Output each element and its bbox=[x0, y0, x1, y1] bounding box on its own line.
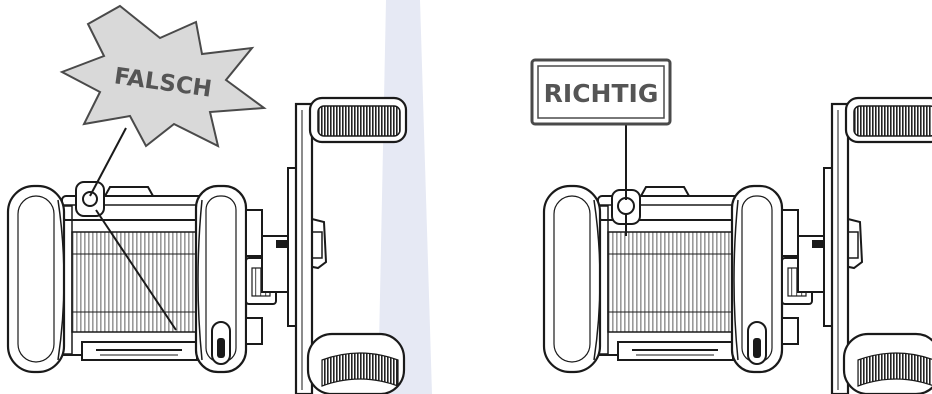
right-label-box: RICHTIG bbox=[532, 60, 670, 200]
callout-leader-wrong bbox=[90, 128, 126, 196]
right-label: RICHTIG bbox=[544, 79, 659, 108]
reel-right bbox=[544, 98, 932, 394]
reel-wrong bbox=[8, 98, 406, 394]
wrong-label-burst: FALSCH bbox=[62, 6, 264, 196]
